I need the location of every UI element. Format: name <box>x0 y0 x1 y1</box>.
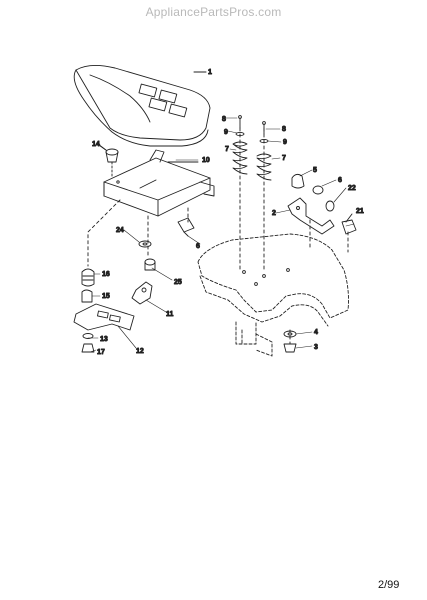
spacer-6[interactable] <box>177 217 195 237</box>
callout-2: 2 <box>272 210 276 217</box>
seat[interactable] <box>73 65 211 147</box>
leader-lines <box>87 71 355 353</box>
callout-3: 3 <box>314 344 318 351</box>
callout-4: 4 <box>314 329 318 336</box>
callout-8-left: 8 <box>222 116 226 123</box>
callout-22: 22 <box>348 185 356 192</box>
bolt-25[interactable] <box>144 258 156 271</box>
callout-12: 12 <box>136 348 144 355</box>
callout-9-right: 9 <box>283 139 287 146</box>
callout-1: 1 <box>208 69 212 76</box>
bolt-3[interactable] <box>283 343 297 353</box>
seat-pan[interactable] <box>103 149 215 217</box>
page-code: 2/99 <box>378 579 400 591</box>
pivot-bracket[interactable] <box>287 173 357 235</box>
callout-6-right: 6 <box>338 177 342 184</box>
assembly-guides <box>87 127 349 345</box>
callout-24: 24 <box>116 227 124 234</box>
nut-15[interactable] <box>81 289 93 303</box>
callout-7-right: 7 <box>282 155 286 162</box>
adjust-knob[interactable] <box>97 143 119 177</box>
callout-8-right: 8 <box>282 126 286 133</box>
spring-right[interactable] <box>256 121 272 181</box>
callout-6-mid: 6 <box>196 243 200 250</box>
callout-16: 16 <box>102 271 110 278</box>
callout-21: 21 <box>356 208 364 215</box>
washer-13[interactable] <box>82 333 94 339</box>
callout-7-left: 7 <box>225 146 229 153</box>
callout-17: 17 <box>97 349 105 356</box>
fender-mount-holes <box>242 268 290 286</box>
washer-24[interactable] <box>138 240 152 248</box>
bracket-11[interactable] <box>131 281 153 305</box>
callout-9-left: 9 <box>224 129 228 136</box>
callout-10: 10 <box>202 157 210 164</box>
callout-labels: 1 14 10 8 9 7 8 9 7 5 6 22 2 21 24 6 16 … <box>92 69 365 357</box>
nut-17[interactable] <box>81 343 95 353</box>
fender <box>197 233 349 357</box>
site-watermark: AppliancePartsPros.com <box>145 5 282 19</box>
callout-5-top: 5 <box>313 167 317 174</box>
spring-left[interactable] <box>232 115 248 175</box>
lower-mount-plate-12[interactable] <box>73 303 135 331</box>
rubber-bumper-16[interactable] <box>81 268 95 287</box>
callout-25: 25 <box>174 279 182 286</box>
callout-13: 13 <box>100 336 108 343</box>
callout-11: 11 <box>166 311 174 318</box>
callout-15: 15 <box>102 293 110 300</box>
callout-14: 14 <box>92 141 100 148</box>
